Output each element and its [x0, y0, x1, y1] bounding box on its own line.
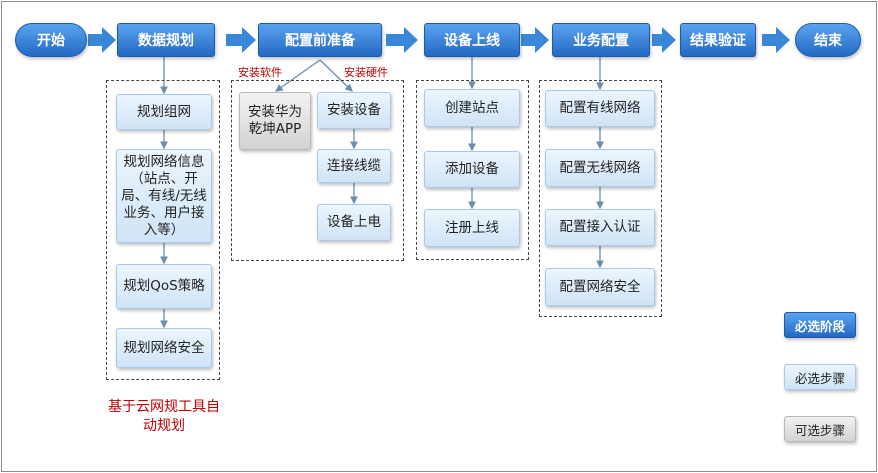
step-add-device: 添加设备	[424, 151, 520, 188]
stage-pre-config: 配置前准备	[258, 23, 382, 57]
group-service-config	[539, 80, 662, 317]
stage-end: 结束	[795, 23, 861, 57]
step-plan-network-info: 规划网络信息（站点、开局、有线/无线业务、用户接入等）	[116, 149, 212, 243]
stage-service-config: 业务配置	[552, 23, 650, 57]
step-config-wireless: 配置无线网络	[545, 149, 655, 187]
stage-start: 开始	[15, 23, 87, 57]
step-plan-security: 规划网络安全	[116, 328, 212, 368]
step-install-device: 安装设备	[317, 92, 391, 129]
step-power-on: 设备上电	[317, 204, 391, 241]
label-install-hardware: 安装硬件	[344, 66, 388, 79]
step-config-access-auth: 配置接入认证	[545, 209, 655, 246]
step-install-app: 安装华为乾坤APP	[239, 92, 311, 150]
group-pre-config	[231, 80, 404, 261]
group-device-online	[416, 80, 529, 260]
step-create-site: 创建站点	[424, 89, 520, 127]
stage-device-online: 设备上线	[424, 23, 520, 57]
legend-step: 必选步骤	[784, 364, 856, 390]
group-data-planning	[106, 80, 220, 380]
legend-stage: 必选阶段	[784, 312, 856, 338]
step-config-wired: 配置有线网络	[545, 90, 655, 127]
stage-data-planning: 数据规划	[117, 23, 215, 57]
step-config-network-security: 配置网络安全	[545, 268, 655, 306]
legend-optional: 可选步骤	[784, 416, 856, 442]
stage-result-verify: 结果验证	[680, 23, 756, 57]
step-connect-cables: 连接线缆	[317, 149, 391, 183]
step-plan-network: 规划组网	[116, 94, 212, 130]
step-register-online: 注册上线	[424, 209, 520, 247]
label-install-software: 安装软件	[238, 66, 282, 79]
step-plan-qos: 规划QoS策略	[116, 264, 212, 309]
planning-note: 基于云网规工具自动规划	[108, 399, 220, 434]
